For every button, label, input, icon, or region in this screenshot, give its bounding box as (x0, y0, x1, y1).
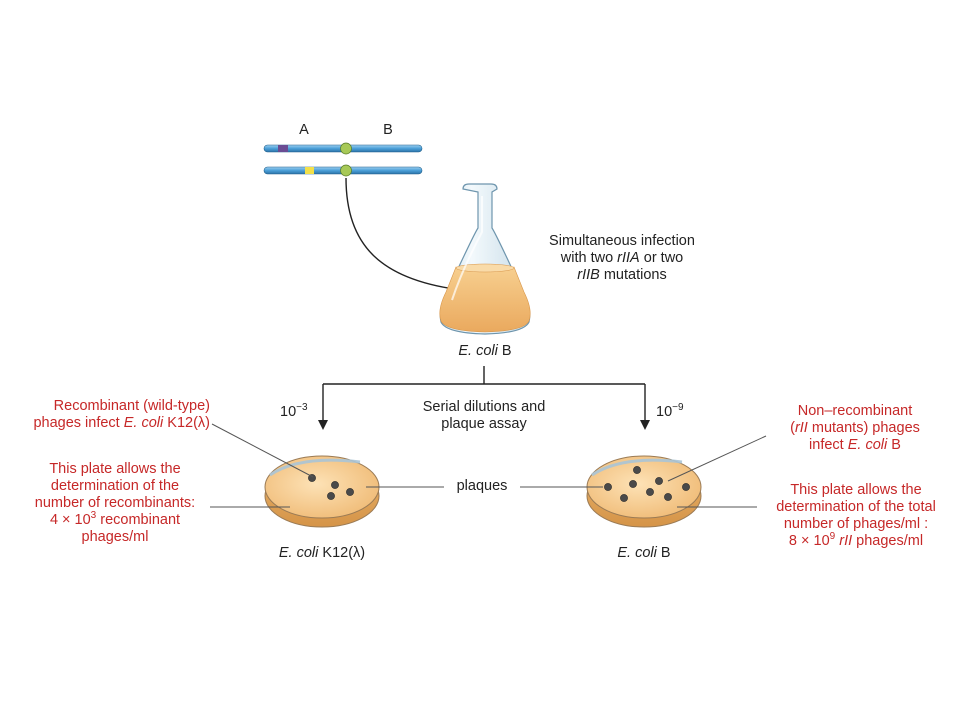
assay-caption-line-1: Serial dilutions and (422, 399, 546, 415)
plaque-group-left (308, 474, 354, 500)
dilution-branch (318, 366, 650, 430)
petri-dish-left (264, 455, 380, 528)
flask-host-label: E. coli B (420, 343, 550, 360)
infection-caption-line-1: Simultaneous infection (549, 233, 695, 249)
right-note-line-3: number of phages/ml : (783, 516, 929, 532)
crossover-marker-upper (340, 142, 352, 155)
infection-caption-line-2: with two rIIA or two (560, 250, 684, 266)
right-count-base: 8 × 10 (788, 533, 830, 549)
petri-dish-right (586, 455, 702, 528)
erlenmeyer-flask (439, 183, 531, 335)
left-count-base: 4 × 10 (49, 512, 91, 528)
right-count-suffix: phages/ml (856, 533, 924, 549)
left-dilution-base: 10 (280, 404, 297, 420)
infection-caption: Simultaneous infection with two rIIA or … (522, 233, 722, 284)
leader-right-annotation (667, 435, 767, 482)
left-dilution-factor: 10−3 (280, 402, 308, 421)
infection-caption-line-3: rIIB mutations (577, 267, 667, 283)
left-note-line-1: This plate allows the (49, 461, 181, 477)
left-annotation-line-1: Recombinant (wild-type) (53, 398, 210, 414)
right-count-mutant: rII (839, 533, 853, 549)
left-plate-annotation: Recombinant (wild-type) phages infect E.… (0, 398, 210, 432)
plaque-right-3 (629, 480, 637, 488)
flask-liquid (439, 266, 531, 333)
flask-highlight (451, 196, 483, 301)
plaque-right-5 (682, 483, 690, 491)
right-plate-annotation: Non–recombinant (rII mutants) phages inf… (760, 403, 950, 454)
infection-arrow (345, 177, 472, 296)
chromosome-pair (263, 142, 423, 177)
right-dilution-factor: 10−9 (656, 402, 684, 421)
plaque-group-right (604, 466, 690, 502)
left-count-line: 4 × 103 recombinant (10, 510, 220, 529)
plaque-right-6 (646, 488, 654, 496)
right-plate-species: E. coli (617, 545, 657, 561)
left-annotation-line-2: phages infect E. coli K12(λ) (33, 415, 210, 431)
flask-host-species: E. coli (458, 343, 498, 359)
plaque-right-4 (655, 477, 663, 485)
plaque-left-3 (346, 488, 354, 496)
right-note-line-2: determination of the total (776, 499, 936, 515)
left-dilution-exp: −3 (296, 402, 308, 413)
dish-left-lid-edge (269, 458, 361, 477)
left-note-line-2: determination of the (50, 478, 180, 494)
plaques-label: plaques (456, 478, 508, 494)
right-plate-strain: B (660, 545, 671, 561)
left-plate-species: E. coli (278, 545, 319, 561)
plaque-right-8 (664, 493, 672, 501)
right-plate-label: E. coli B (594, 545, 694, 562)
chromosome-label-a: A (299, 122, 309, 138)
plaque-right-1 (633, 466, 641, 474)
right-count-exp: 9 (829, 531, 836, 542)
leader-left-annotation (211, 423, 314, 478)
right-count-line: 8 × 109 rII phages/ml (752, 531, 960, 550)
left-count-suffix: recombinant (100, 512, 181, 528)
mutation-rIIA-1 (278, 145, 288, 152)
left-note-line-3: number of recombinants: (34, 495, 196, 511)
assay-caption: Serial dilutions and plaque assay (394, 399, 574, 433)
right-dilution-base: 10 (656, 404, 673, 420)
plaque-right-2 (604, 483, 612, 491)
flask-host-strain: B (501, 343, 512, 359)
right-note-line-1: This plate allows the (790, 482, 922, 498)
right-annotation-line-2: (rII mutants) phages (790, 420, 920, 436)
right-annotation-line-1: Non–recombinant (797, 403, 913, 419)
right-plate-note: This plate allows the determination of t… (752, 482, 960, 550)
dish-right-lid-edge (591, 458, 683, 477)
leader-lines (210, 423, 767, 508)
crossover-marker-lower (340, 164, 352, 177)
chromosome-label-b: B (383, 122, 393, 138)
plaque-left-1 (308, 474, 316, 482)
right-annotation-line-3: infect E. coli B (809, 437, 901, 453)
dish-left-agar (264, 455, 380, 519)
left-count-exp: 3 (90, 510, 97, 521)
plaque-right-7 (620, 494, 628, 502)
right-dilution-exp: −9 (672, 402, 684, 413)
left-count-unit: phages/ml (81, 529, 149, 545)
left-plate-note: This plate allows the determination of t… (10, 461, 220, 546)
plaque-left-2 (331, 481, 339, 489)
flask-liquid-surface (455, 263, 515, 273)
plaque-left-4 (327, 492, 335, 500)
mutation-rIIA-2 (305, 167, 314, 174)
left-plate-label: E. coli K12(λ) (252, 545, 392, 562)
assay-caption-line-2: plaque assay (441, 416, 527, 432)
left-plate-strain: K12(λ) (322, 545, 366, 561)
